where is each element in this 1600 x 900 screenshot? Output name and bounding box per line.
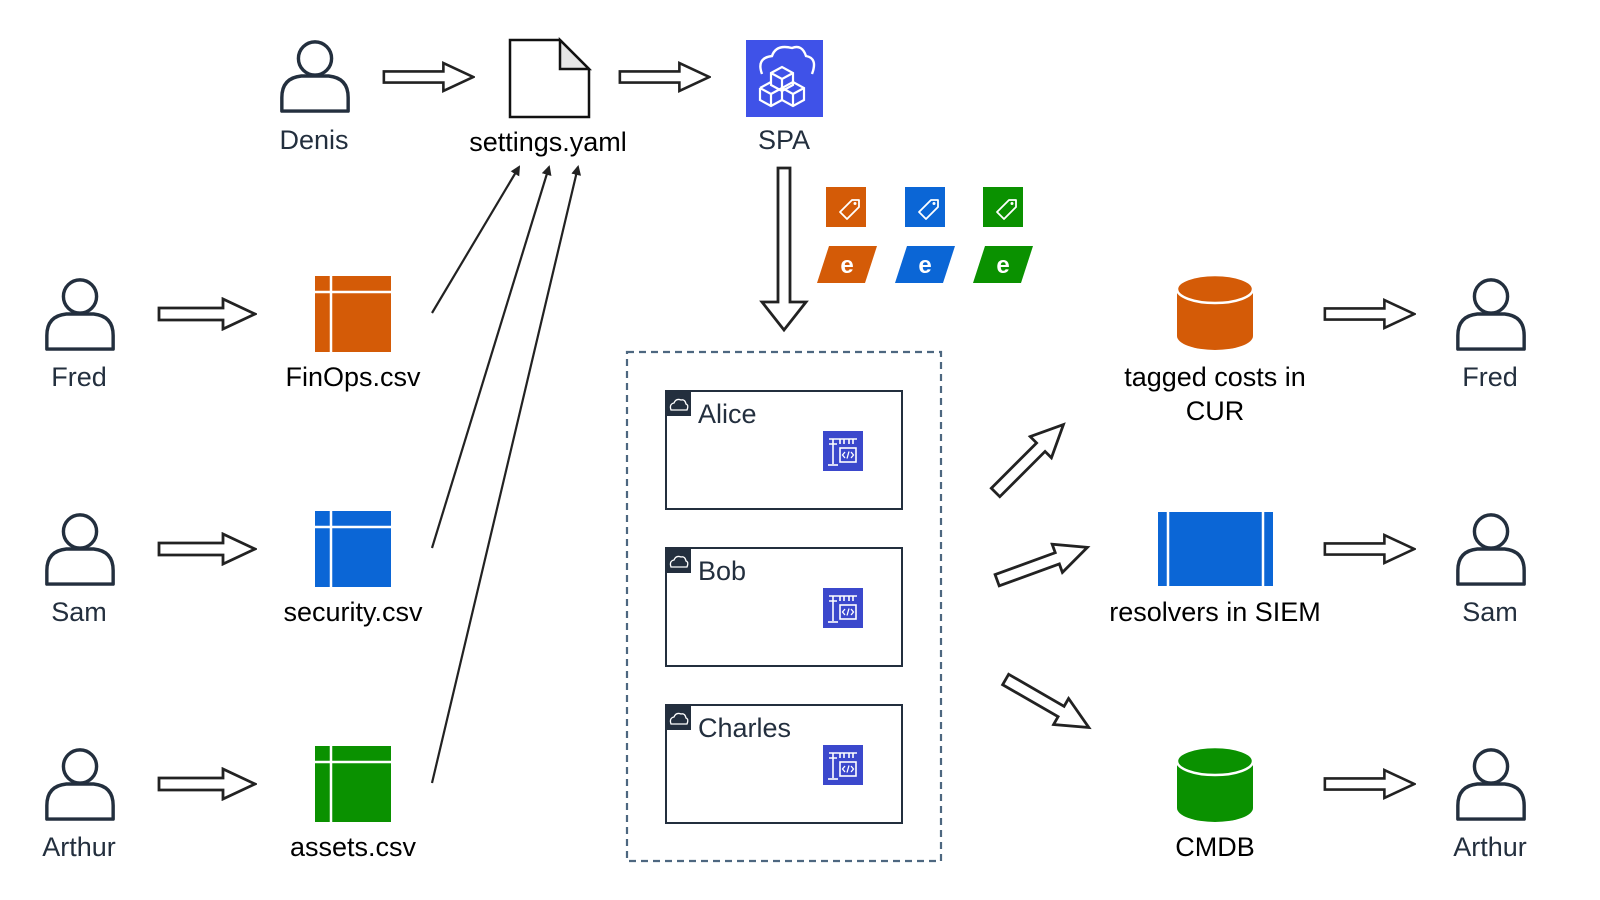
arrow-denis-to-settings bbox=[382, 61, 475, 93]
event-icon-assets: e bbox=[973, 246, 1033, 283]
crane-code-icon-alice bbox=[823, 431, 863, 471]
user-icon-fred-left bbox=[45, 278, 115, 351]
arrow-siem-to-sam bbox=[1323, 533, 1416, 565]
tag-icon-assets bbox=[983, 187, 1023, 227]
arrow-arthur-to-assets bbox=[157, 767, 257, 801]
account-name-alice: Alice bbox=[698, 399, 757, 429]
label-sam-left: Sam bbox=[51, 597, 107, 627]
crane-code-icon-bob bbox=[823, 588, 863, 628]
database-icon-cur bbox=[1175, 273, 1255, 350]
user-icon-fred-right bbox=[1456, 278, 1526, 351]
account-card-bob bbox=[665, 547, 903, 667]
label-fred-right: Fred bbox=[1462, 362, 1518, 392]
svg-text:e: e bbox=[918, 252, 931, 279]
label-fred-left: Fred bbox=[51, 362, 107, 392]
label-resolvers-siem: resolvers in SIEM bbox=[1109, 597, 1321, 627]
label-tagged-costs-cur: tagged costs in CUR bbox=[1124, 362, 1306, 426]
arrow-spa-to-accounts bbox=[759, 166, 809, 333]
crane-code-icon-charles bbox=[823, 745, 863, 785]
account-name-charles: Charles bbox=[698, 713, 792, 743]
account-card-charles bbox=[665, 704, 903, 824]
label-cmdb: CMDB bbox=[1175, 832, 1255, 862]
arrow-finops-to-settings bbox=[431, 165, 521, 314]
arrow-accounts-to-siem bbox=[990, 531, 1095, 597]
tag-icon-security bbox=[905, 187, 945, 227]
file-icon-settings bbox=[508, 36, 593, 119]
account-name-bob: Bob bbox=[698, 556, 747, 586]
siem-icon bbox=[1158, 512, 1273, 586]
event-icon-security: e bbox=[895, 246, 955, 283]
accounts-group-box bbox=[625, 350, 943, 863]
label-finops-csv: FinOps.csv bbox=[285, 362, 421, 392]
arrow-security-to-settings bbox=[430, 165, 552, 549]
arrow-sam-to-security bbox=[157, 532, 257, 566]
user-icon-arthur-left bbox=[45, 748, 115, 821]
arrow-assets-to-settings bbox=[430, 165, 582, 784]
arrow-fred-to-finops bbox=[157, 297, 257, 331]
label-arthur-right: Arthur bbox=[1453, 832, 1527, 862]
arrow-accounts-to-cmdb bbox=[998, 667, 1096, 741]
arrow-cur-to-fred bbox=[1323, 298, 1416, 330]
label-sam-right: Sam bbox=[1462, 597, 1518, 627]
arrow-accounts-to-cur bbox=[982, 411, 1077, 506]
label-denis: Denis bbox=[279, 125, 349, 155]
svg-text:e: e bbox=[996, 252, 1009, 279]
spa-icon bbox=[746, 40, 823, 117]
label-assets-csv: assets.csv bbox=[289, 832, 417, 862]
account-card-alice bbox=[665, 390, 903, 510]
label-security-csv: security.csv bbox=[283, 597, 423, 627]
label-spa: SPA bbox=[757, 125, 811, 155]
svg-text:e: e bbox=[840, 252, 853, 279]
table-icon-finops bbox=[315, 276, 391, 352]
label-settings-yaml: settings.yaml bbox=[469, 127, 627, 157]
database-icon-cmdb bbox=[1175, 745, 1255, 822]
table-icon-assets bbox=[315, 746, 391, 822]
event-icon-finops: e bbox=[817, 246, 877, 283]
user-icon-arthur-right bbox=[1456, 748, 1526, 821]
tag-icon-finops bbox=[826, 187, 866, 227]
label-arthur-left: Arthur bbox=[42, 832, 116, 862]
user-icon-sam-left bbox=[45, 513, 115, 586]
arrow-cmdb-to-arthur bbox=[1323, 768, 1416, 800]
table-icon-security bbox=[315, 511, 391, 587]
user-icon-sam-right bbox=[1456, 513, 1526, 586]
user-icon-denis bbox=[280, 40, 350, 113]
arrow-settings-to-spa bbox=[618, 61, 711, 93]
